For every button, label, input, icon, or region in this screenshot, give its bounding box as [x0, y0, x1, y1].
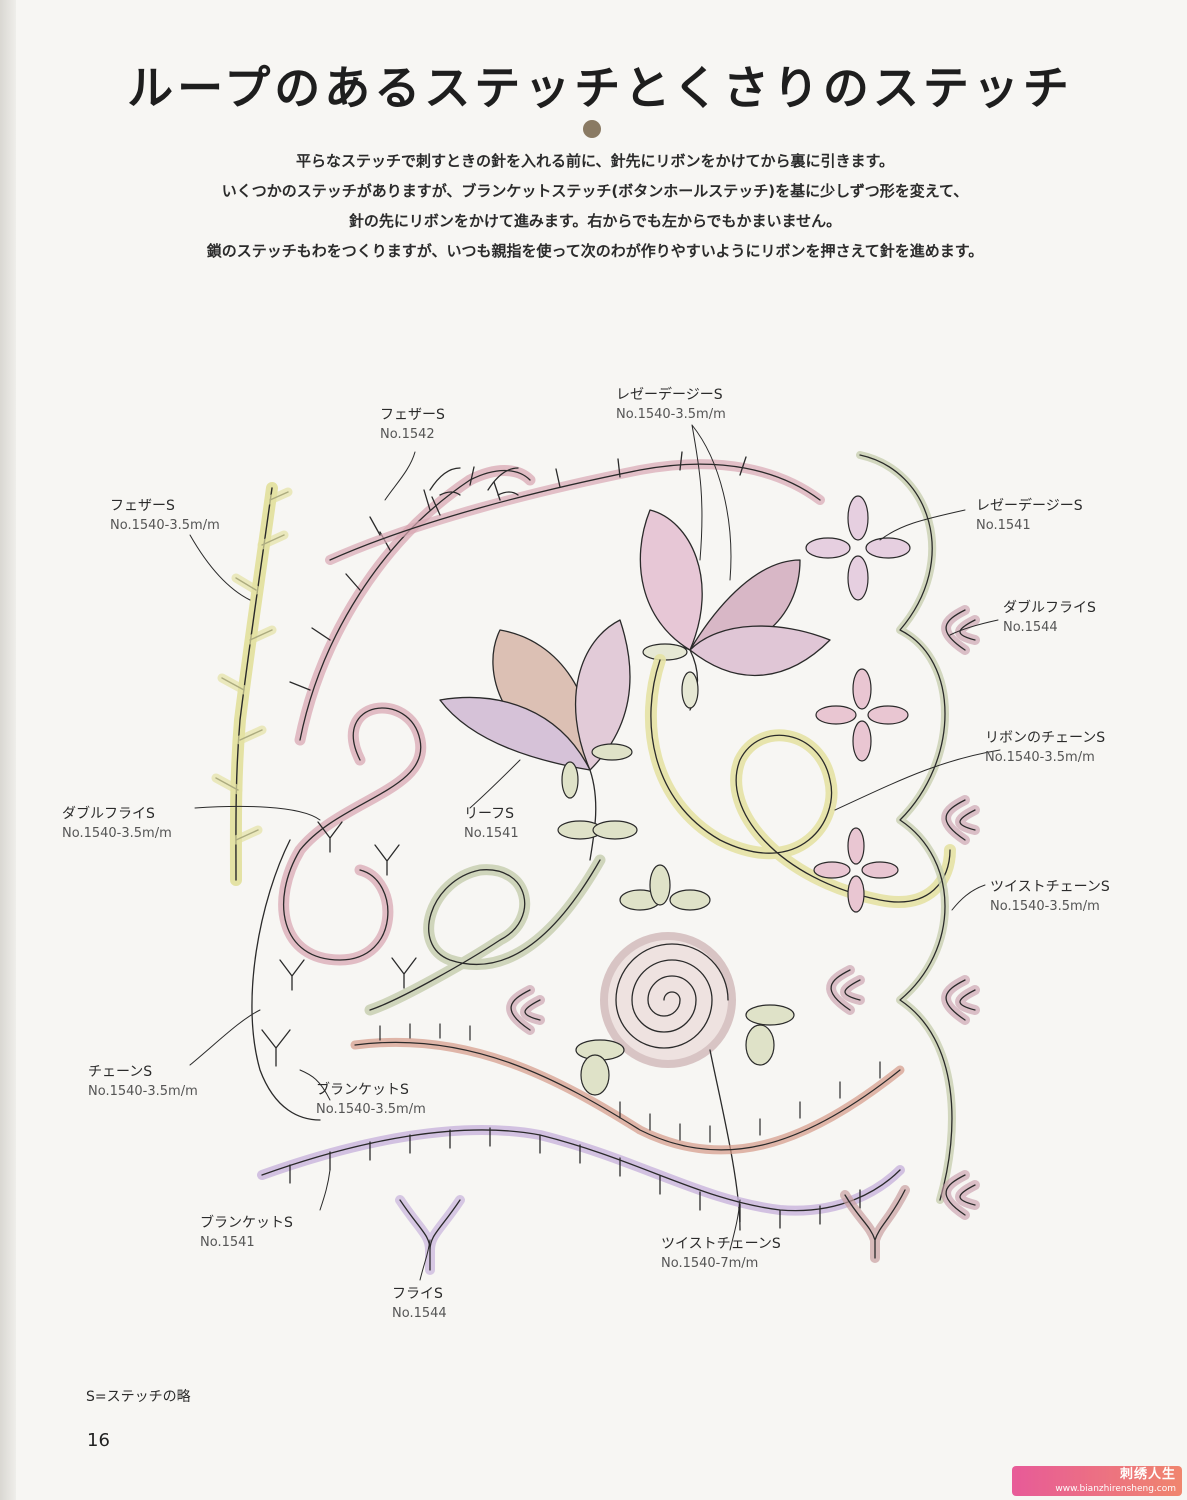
feather-stitch-yellow — [211, 482, 293, 886]
twist-chain-border — [856, 451, 956, 1204]
page-title: ループのあるステッチとくさりのステッチ — [127, 61, 1073, 115]
stitch-name: リボンのチェーンS — [985, 730, 1106, 746]
page-number: 16 — [87, 1430, 110, 1451]
label-leader-lines — [189, 424, 1001, 1281]
ribbon-number: No.1540-3.5m/m — [88, 1084, 198, 1099]
stitch-name: フライS — [392, 1286, 443, 1302]
blanket-stitch-brick — [350, 1023, 905, 1155]
ribbon-number: No.1540-3.5m/m — [110, 518, 220, 533]
stitch-name: ブランケットS — [200, 1215, 293, 1231]
stitch-label: ツイストチェーンS No.1540-3.5m/m — [990, 877, 1110, 917]
stitch-name: レゼーデージーS — [616, 387, 723, 403]
stitch-label: ブランケットS No.1540-3.5m/m — [316, 1080, 426, 1120]
double-fly-stitches-right — [506, 605, 980, 1220]
stitch-name: フェザーS — [110, 498, 175, 514]
stitch-name: ツイストチェーンS — [990, 879, 1110, 895]
ribbon-number: No.1540-3.5m/m — [985, 750, 1095, 765]
intro-line: 鎖のステッチもわをつくりますが、いつも親指を使って次のわが作りやすいようにリボン… — [206, 242, 984, 260]
intro-line: 平らなステッチで刺すときの針を入れる前に、針先にリボンをかけてから裏に引きます。 — [295, 152, 895, 170]
stitch-name: チェーンS — [88, 1064, 153, 1080]
stitch-label: フライS No.1544 — [392, 1284, 447, 1324]
stitch-name: ダブルフライS — [1003, 600, 1096, 616]
abbreviation-footnote: S=ステッチの略 — [86, 1389, 191, 1405]
blanket-stitch-lavender — [257, 1124, 905, 1229]
stitch-label: ダブルフライS No.1540-3.5m/m — [62, 804, 172, 844]
ribbon-number: No.1542 — [380, 427, 435, 442]
title-ornament-dot — [583, 120, 601, 138]
stitch-label: フェザーS No.1542 — [380, 405, 445, 445]
stitch-label: ダブルフライS No.1544 — [1003, 598, 1096, 638]
small-fly-stitches — [429, 467, 519, 496]
stitch-name: ブランケットS — [316, 1082, 409, 1098]
ribbon-number: No.1540-7m/m — [661, 1256, 759, 1271]
stitch-name: レゼーデージーS — [976, 498, 1083, 514]
ribbon-number: No.1541 — [976, 518, 1031, 533]
ribbon-number: No.1540-3.5m/m — [62, 826, 172, 841]
watermark-url: www.bianzhirensheng.com — [1055, 1484, 1176, 1494]
watermark-title: 刺绣人生 — [1119, 1467, 1176, 1482]
chain-loop-sage — [364, 854, 606, 1016]
ribbon-number: No.1544 — [1003, 620, 1058, 635]
stitch-label: レゼーデージーS No.1540-3.5m/m — [616, 385, 726, 425]
leaf-cluster-center — [439, 619, 638, 861]
fly-stitches-left — [261, 821, 417, 1067]
spiral-rose — [575, 864, 795, 1231]
stitch-name: ダブルフライS — [62, 806, 155, 822]
ribbon-number: No.1540-3.5m/m — [316, 1102, 426, 1117]
ribbon-number: No.1540-3.5m/m — [990, 899, 1100, 914]
ribbon-chain-loop — [644, 654, 956, 908]
ribbon-number: No.1541 — [200, 1235, 255, 1250]
page-binding-edge — [0, 0, 16, 1500]
ribbon-number: No.1544 — [392, 1306, 447, 1321]
feather-stitch-row — [325, 451, 825, 565]
stitch-name: ツイストチェーンS — [661, 1236, 781, 1252]
stitch-label: リーフS No.1541 — [464, 804, 519, 844]
ribbon-number: No.1541 — [464, 826, 519, 841]
intro-line: 針の先にリボンをかけて進みます。右からでも左からでもかまいません。 — [348, 212, 842, 230]
stitch-label: リボンのチェーンS No.1540-3.5m/m — [985, 728, 1105, 768]
chain-loop-pink — [278, 702, 427, 966]
stitch-label: ツイストチェーンS No.1540-7m/m — [661, 1234, 781, 1274]
stitch-label: チェーンS No.1540-3.5m/m — [88, 1062, 198, 1102]
site-watermark: 刺绣人生 www.bianzhirensheng.com — [1012, 1466, 1182, 1496]
stitch-label: ブランケットS No.1541 — [200, 1213, 293, 1253]
intro-line: いくつかのステッチがありますが、ブランケットステッチ(ボタンホールステッチ)を基… — [221, 182, 969, 200]
lazy-daisy-flowers — [805, 495, 911, 913]
ribbon-number: No.1540-3.5m/m — [616, 407, 726, 422]
stitch-name: フェザーS — [380, 407, 445, 423]
fly-stitches-bottom — [395, 1185, 910, 1275]
stitch-label: レゼーデージーS No.1541 — [976, 496, 1083, 536]
stitch-label: フェザーS No.1540-3.5m/m — [110, 496, 220, 536]
intro-text: 平らなステッチで刺すときの針を入れる前に、針先にリボンをかけてから裏に引きます。… — [40, 146, 1150, 266]
stitch-name: リーフS — [464, 806, 515, 822]
leaf-cluster-top — [639, 509, 831, 711]
chain-stitch-curve — [251, 839, 321, 1121]
